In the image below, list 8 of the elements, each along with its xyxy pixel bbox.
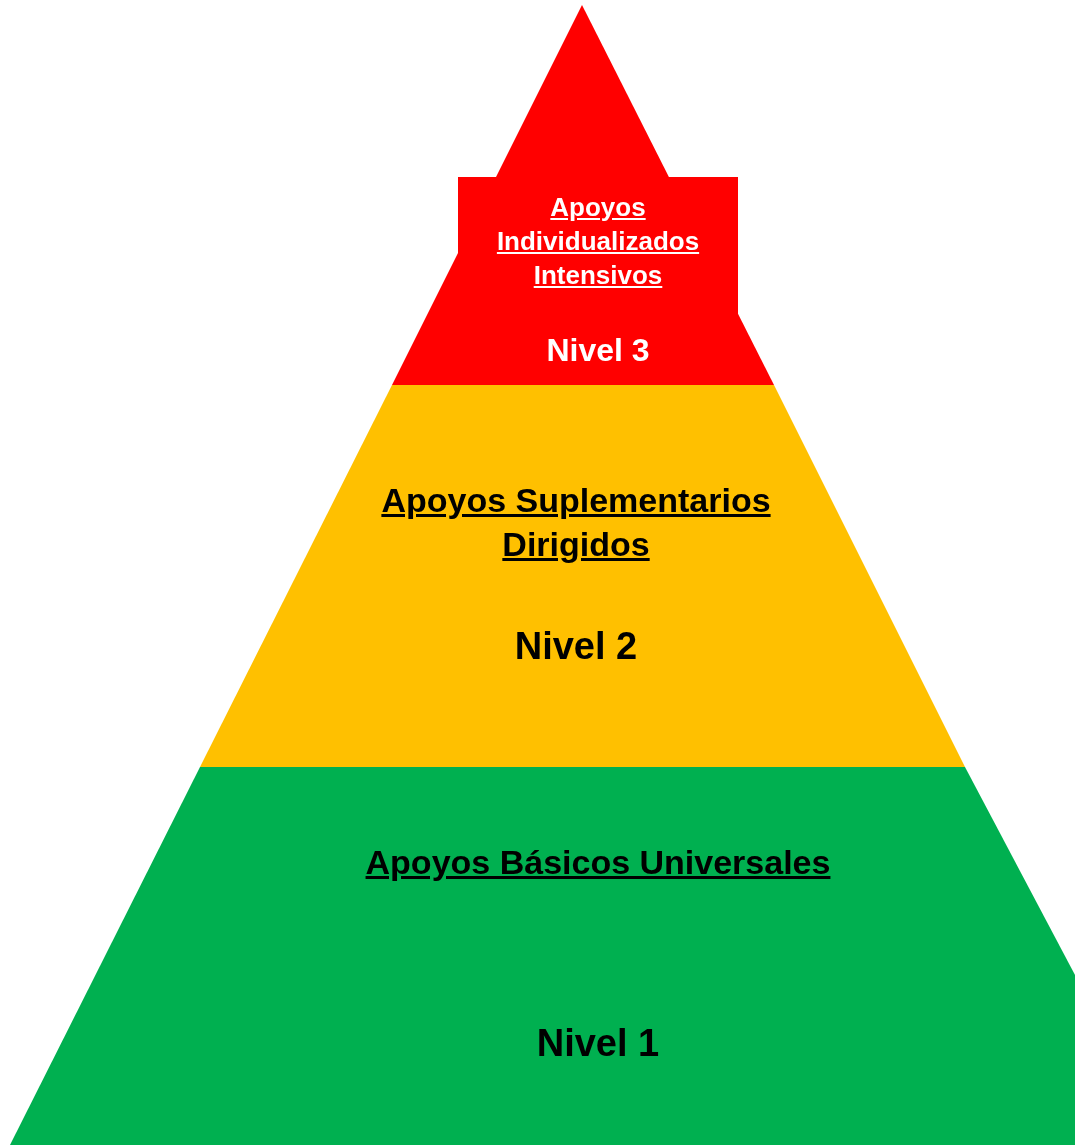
tier-heading: Apoyos Suplementarios Dirigidos bbox=[380, 480, 772, 566]
pyramid-tier bbox=[392, 5, 774, 385]
tier-heading: Apoyos Básicos Universales bbox=[364, 842, 832, 883]
pyramid-tier bbox=[200, 385, 965, 767]
pyramid-tier bbox=[10, 767, 1075, 1145]
tier-level-label: Nivel 1 bbox=[535, 1021, 661, 1066]
tier-level-label: Nivel 2 bbox=[513, 624, 639, 669]
tier-level-label: Nivel 3 bbox=[545, 331, 651, 370]
